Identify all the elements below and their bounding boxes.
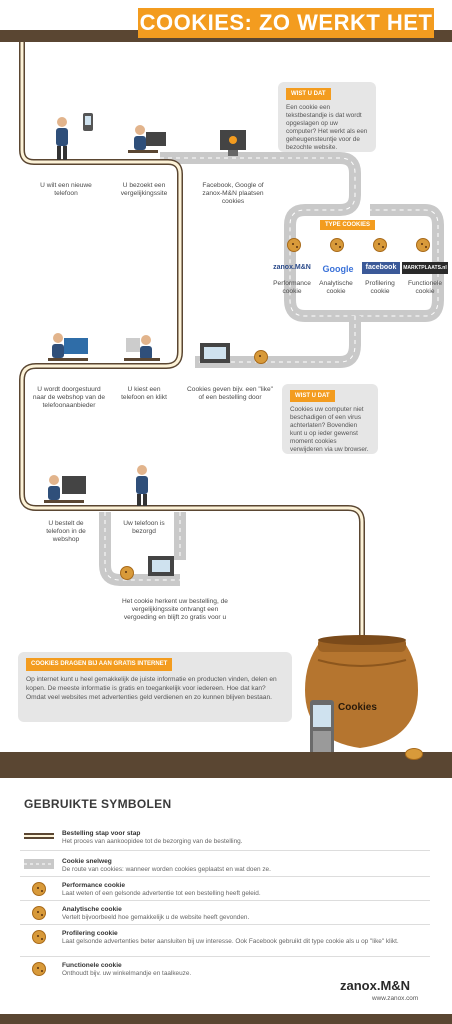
profiling-cookie-label: Profilering cookie [365,280,395,295]
cookie-highway [99,152,444,586]
legend-divider [20,876,430,877]
functional-cookie-icon [416,238,430,252]
performance-cookie-icon [32,882,46,896]
step-caption-comparison-site: U bezoekt een vergelijkingssite [120,182,168,197]
page-title: COOKIES: ZO WERKT HET [138,8,434,38]
brand-google-logo: Google [322,264,354,274]
info-text: Cookies uw computer niet beschadigen of … [290,406,369,453]
legend-desc: Vertelt bijvoorbeeld hoe gemakkelijk u d… [62,914,250,921]
info-text: Een cookie een tekstbestandje is dat wor… [286,104,368,151]
order-path [19,38,365,650]
step-caption-choose-phone: U kiest een telefoon en klikt [121,386,167,401]
info-tag: WIST U DAT [290,390,335,402]
step-caption-commission: Het cookie herkent uw bestelling, de ver… [122,598,228,621]
step-caption-order-phone: U bestelt de telefoon in de webshop [46,520,86,543]
legend-label: Analytische cookie [62,906,122,913]
legend-desc: Onthoudt bijv. uw winkelmandje en taalke… [62,970,192,977]
step-caption-phone-delivered: Uw telefoon is bezorgd [123,520,165,535]
profiling-cookie-icon [373,238,387,252]
jar-label: Cookies [338,702,377,713]
legend-desc: Laat gelsonde advertenties beter aanslui… [62,938,399,945]
zanox-url[interactable]: www.zanox.com [372,995,419,1002]
analytics-cookie-icon [32,906,46,920]
info-box-did-you-know-1: WIST U DAT Een cookie een tekstbestandje… [278,82,376,152]
device-illustrations [83,113,246,576]
functional-cookie-icon [32,962,46,976]
step-caption-place-cookies: Facebook, Google of zanox-M&N plaatsen c… [202,182,264,205]
performance-cookie-label: Performance cookie [273,280,311,295]
order-path-icon [24,833,54,839]
brand-marktplaats-logo: MARKTPLAATS.nl [402,262,448,274]
legend-divider [20,850,430,851]
legend-label: Performance cookie [62,882,126,889]
functional-cookie-label: Functionele cookie [407,280,443,295]
step-caption-redirect-webshop: U wordt doorgestuurd naar de webshop van… [32,386,106,409]
analytics-cookie-icon [330,238,344,252]
brand-zanox-logo: zanox.M&N [273,264,311,271]
road-cookie-icon [120,566,134,580]
legend-desc: Het proces van aankoopidee tot de bezorg… [62,838,243,845]
phone-illustration [310,700,334,762]
free-internet-box: COOKIES DRAGEN BIJ AAN GRATIS INTERNET O… [18,652,292,722]
info-tag: WIST U DAT [286,88,331,100]
legend-desc: Laat weten of een gelsonde advertentie t… [62,890,261,897]
brand-facebook-logo: facebook [362,262,400,274]
type-cookies-tag: TYPE COOKIES [320,213,376,234]
step-caption-new-phone: U wilt een nieuwe telefoon [40,182,92,197]
performance-cookie-icon [287,238,301,252]
legend-title: GEBRUIKTE SYMBOLEN [24,797,172,811]
profiling-cookie-icon [32,930,46,944]
legend-divider [20,956,430,957]
legend-divider [20,900,430,901]
legend-desc: De route van cookies: wanneer worden coo… [62,866,271,873]
cookie-highway-icon [24,859,54,869]
step-caption-cookies-like: Cookies geven bijv. een "like" of een be… [187,386,273,401]
legend-label: Cookie snelweg [62,858,112,865]
shelf-bottom [0,752,452,778]
legend-divider [20,924,430,925]
free-internet-tag: COOKIES DRAGEN BIJ AAN GRATIS INTERNET [26,658,173,671]
people-illustrations [44,117,166,506]
loose-cookie-icon [405,748,423,760]
legend-label: Profilering cookie [62,930,118,937]
info-box-did-you-know-2: WIST U DAT Cookies uw computer niet besc… [282,384,378,454]
free-internet-text: Op internet kunt u heel gemakkelijk de j… [26,676,277,701]
shelf-footer [0,1014,452,1024]
zanox-logo: zanox.M&N [340,978,411,993]
road-cookie-icon [254,350,268,364]
analytics-cookie-label: Analytische cookie [319,280,353,295]
legend-label: Bestelling stap voor stap [62,830,141,837]
legend-label: Functionele cookie [62,962,122,969]
